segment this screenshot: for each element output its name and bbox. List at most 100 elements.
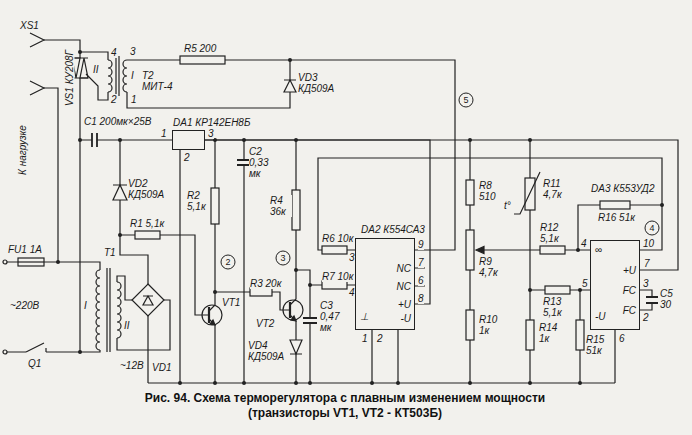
component-label: ~220В bbox=[10, 300, 39, 311]
component-label: C2 0,33 мк bbox=[249, 146, 273, 179]
component-label: I bbox=[131, 70, 134, 81]
wire bbox=[80, 139, 172, 140]
wire bbox=[7, 350, 100, 352]
junction-dot bbox=[528, 381, 532, 385]
wire bbox=[127, 92, 290, 108]
junction-dot bbox=[308, 381, 312, 385]
resistor-symbol bbox=[292, 190, 300, 230]
junction-dot bbox=[118, 233, 122, 237]
junction-dot bbox=[178, 381, 182, 385]
component-label: VD4 КД509А bbox=[248, 340, 288, 362]
capacitor-symbol bbox=[303, 318, 317, 323]
wire bbox=[120, 140, 148, 284]
wire bbox=[127, 59, 180, 60]
component-label: I bbox=[84, 300, 87, 311]
component-label: II bbox=[124, 320, 130, 331]
fuse-symbol bbox=[18, 258, 44, 266]
pin-function: FC bbox=[623, 285, 636, 296]
chip-box: DA3 К553УД2∞+U-UFCFC bbox=[590, 240, 640, 330]
component-label: R6 10к bbox=[322, 233, 353, 244]
component-label: VD2 КД509А bbox=[128, 178, 170, 200]
component-label: R13 5,1к bbox=[543, 296, 569, 318]
component-label: ~12В bbox=[120, 360, 144, 371]
callout-circle bbox=[459, 93, 473, 107]
wiper-arrow bbox=[476, 247, 484, 254]
resistor-symbol bbox=[322, 246, 347, 254]
junction-dot bbox=[288, 58, 292, 62]
diode-bridge-symbol bbox=[132, 284, 164, 316]
component-label: 7 bbox=[418, 257, 424, 268]
terminal bbox=[3, 350, 7, 354]
pin-function: ∞ bbox=[595, 244, 602, 255]
transistor-symbol bbox=[202, 300, 303, 325]
callout-circle bbox=[221, 255, 235, 269]
junction-dot bbox=[242, 381, 246, 385]
resistor-symbol bbox=[466, 310, 474, 340]
wire bbox=[179, 150, 180, 383]
callout-circle bbox=[276, 251, 290, 265]
component-label: Q1 bbox=[28, 358, 41, 369]
junction-dot bbox=[294, 268, 298, 272]
chip-box: DA2 К554СА3NCNC+U-U⊥ bbox=[355, 238, 415, 330]
transformer-symbol bbox=[107, 268, 110, 352]
transformer-symbol bbox=[116, 56, 119, 96]
resistor-symbol bbox=[211, 188, 219, 224]
callout-number: 5 bbox=[463, 95, 468, 105]
component-label: VT1 bbox=[222, 297, 240, 308]
component-label: R2 5,1к bbox=[187, 190, 209, 212]
wire bbox=[79, 78, 80, 352]
component-label: T1 bbox=[104, 247, 116, 258]
resistor-symbol bbox=[466, 180, 474, 205]
junction-dot bbox=[576, 248, 580, 252]
capacitor-symbol bbox=[92, 133, 97, 147]
component-label: 1 bbox=[161, 128, 167, 139]
component-label: 2 bbox=[184, 152, 190, 163]
chip-heading: DA3 К553УД2 bbox=[591, 183, 654, 194]
junction-dot bbox=[396, 381, 400, 385]
pin-function: -U bbox=[400, 313, 411, 324]
transformer-symbol bbox=[117, 282, 121, 338]
transformer-symbol bbox=[123, 60, 127, 92]
diode-symbol bbox=[290, 340, 302, 354]
component-label: R7 10к bbox=[322, 271, 353, 282]
junction-dot bbox=[56, 260, 60, 264]
component-label: R3 20к bbox=[250, 278, 281, 289]
component-label: II bbox=[93, 64, 99, 75]
wire bbox=[209, 319, 215, 383]
junction-dot bbox=[370, 381, 374, 385]
wire bbox=[318, 158, 662, 250]
wire bbox=[44, 88, 58, 262]
wire bbox=[484, 249, 590, 250]
fuse-symbol bbox=[18, 258, 44, 266]
wire bbox=[117, 276, 170, 350]
component-label: XS1 bbox=[20, 20, 39, 31]
resistor-symbol bbox=[600, 201, 630, 209]
wire bbox=[640, 290, 652, 310]
component-label: 3 bbox=[130, 46, 136, 57]
resistor-symbol bbox=[250, 288, 272, 296]
resistor-symbol bbox=[545, 286, 570, 294]
component-label: R15 51к bbox=[586, 334, 610, 356]
transformer-symbol bbox=[96, 56, 127, 352]
pin-function: NC bbox=[397, 263, 411, 274]
resistor-symbol bbox=[540, 246, 565, 254]
component-label: 1 bbox=[362, 333, 368, 344]
diode-symbol bbox=[284, 80, 296, 92]
wire bbox=[225, 60, 455, 250]
component-label: 5 bbox=[582, 278, 588, 289]
diode-bridge-symbol bbox=[132, 284, 164, 316]
wire bbox=[120, 235, 209, 315]
callout-number: 4 bbox=[649, 223, 654, 233]
resistor-symbol bbox=[526, 320, 534, 350]
component-label: R8 510 bbox=[479, 180, 501, 202]
component-label: 1 bbox=[131, 94, 137, 105]
wire bbox=[309, 285, 310, 383]
component-label: 2 bbox=[643, 312, 649, 323]
wire bbox=[86, 74, 108, 100]
junction-dot bbox=[118, 138, 122, 142]
junction-dot bbox=[578, 381, 582, 385]
pin-function: -U bbox=[595, 311, 606, 322]
